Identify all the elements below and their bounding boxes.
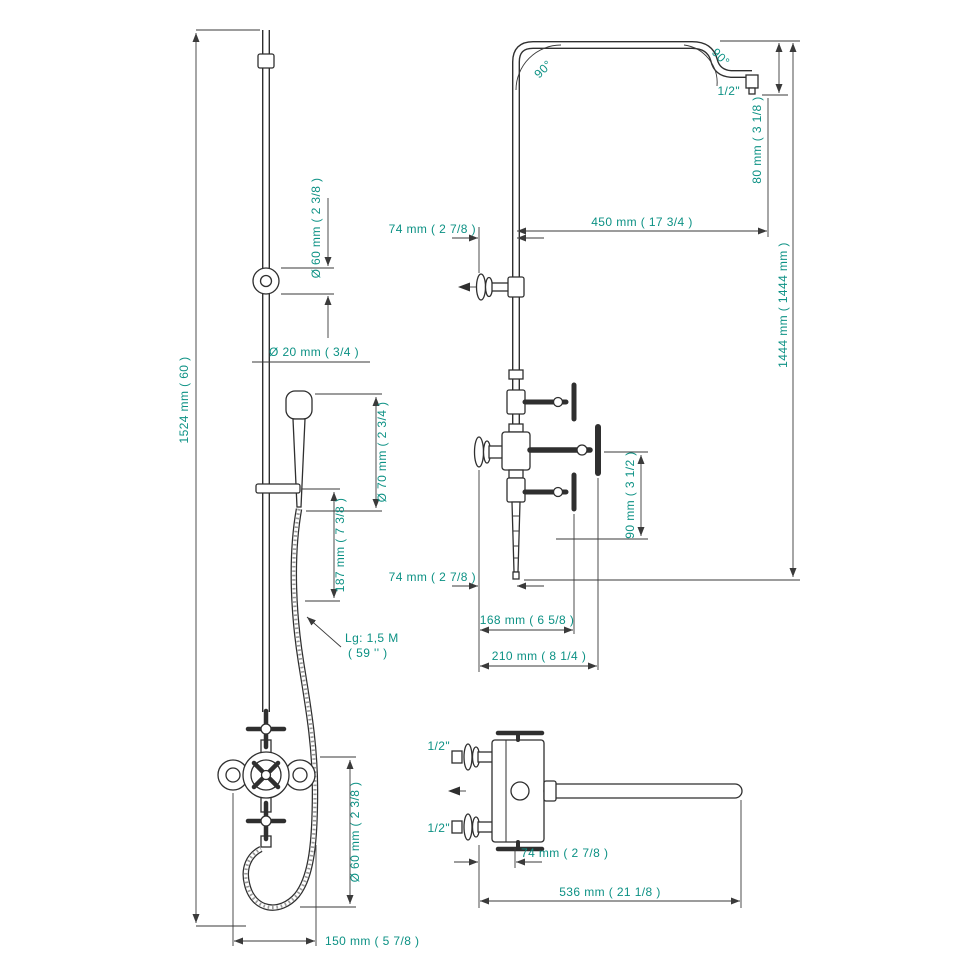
dim-spout-reach: 536 mm ( 21 1/8 ) (559, 885, 661, 899)
dim-column-height: 1444 mm ( 1444 mm ) (776, 242, 790, 368)
dim-handle-offset: 90 mm ( 3 1/2 ) (623, 451, 637, 538)
head-outlet-nipple (745, 74, 759, 89)
shower-arm-pipe (512, 41, 759, 505)
dim-arm-reach: 450 mm ( 17 3/4 ) (591, 215, 693, 229)
volume-control-body (506, 477, 526, 503)
dim-hose-length: Lg: 1,5 M (345, 631, 399, 645)
angle-indicators: 90° 90° (515, 44, 733, 91)
inlet-bottom (451, 813, 495, 841)
spout-top-view (543, 780, 743, 802)
dim-handset-length: 187 mm ( 7 3/8 ) (333, 498, 347, 592)
dim-inlet-top-thread: 1/2" (427, 739, 450, 753)
dim-depth-to-handle: 168 mm ( 6 5/8 ) (480, 613, 574, 627)
dim-hose-length-inches: ( 59 '' ) (348, 646, 388, 660)
handset-handle (292, 418, 306, 508)
dim-overall-depth: 210 mm ( 8 1/4 ) (492, 649, 586, 663)
dim-overall-height: 1524 mm ( 60 ) (177, 357, 191, 444)
dim-hose-loop-diameter: Ø 60 mm ( 2 3/8 ) (348, 782, 362, 883)
valve-top-view (448, 730, 743, 852)
wall-arrow-icon (458, 282, 470, 292)
diverter-body (506, 389, 526, 415)
wall-flange (252, 267, 280, 295)
thermostatic-valve-front (217, 708, 316, 848)
dim-outlet-drop: 80 mm ( 3 1/8 ) (750, 96, 764, 183)
top-view-dimensions: 1/2" 1/2" 74 mm ( 2 7/8 ) 536 mm ( 21 1/… (427, 739, 742, 908)
thermostat-body (501, 431, 531, 471)
wall-bracket-side (458, 273, 525, 301)
wall-arrow-icon (448, 786, 460, 796)
dim-wall-to-body: 74 mm ( 2 7/8 ) (521, 846, 608, 860)
dim-handset-diameter: Ø 70 mm ( 2 3/4 ) (375, 402, 389, 503)
hand-shower (255, 390, 313, 508)
dim-wall-to-riser: 74 mm ( 2 7/8 ) (389, 222, 476, 236)
handset-head (285, 390, 313, 420)
dim-bend-angle-left: 90° (531, 57, 555, 81)
dim-outlet-thread: 1/2" (717, 84, 740, 98)
valve-side-view (473, 369, 601, 580)
front-view: 1524 mm ( 60 ) Ø 60 mm ( 2 3/8 ) Ø 20 mm… (177, 29, 419, 948)
inlet-top (451, 743, 495, 771)
slider-bracket (255, 483, 301, 494)
riser-union-nut (257, 53, 275, 69)
front-view-dimensions: 1524 mm ( 60 ) Ø 60 mm ( 2 3/8 ) Ø 20 mm… (177, 29, 419, 948)
dim-riser-diameter: Ø 20 mm ( 3/4 ) (269, 345, 359, 359)
riser-pipe (257, 30, 275, 712)
dim-inlet-bottom-thread: 1/2" (427, 821, 450, 835)
bottom-cross-handle (245, 800, 287, 842)
hose-outlet-drop (511, 501, 521, 573)
center-cross-handle (251, 760, 281, 790)
dim-valve-to-hose-offset: 150 mm ( 5 7/8 ) (325, 934, 419, 948)
side-view-dimensions: 450 mm ( 17 3/4 ) 74 mm ( 2 7/8 ) 80 mm … (389, 40, 800, 672)
top-cross-handle (245, 708, 287, 750)
dim-wall-to-outlet: 74 mm ( 2 7/8 ) (389, 570, 476, 584)
top-view: 1/2" 1/2" 74 mm ( 2 7/8 ) 536 mm ( 21 1/… (427, 730, 743, 908)
side-view: 90° 90° 1/2" (389, 40, 800, 672)
shower-hose (242, 508, 319, 911)
dim-top-flange-diameter: Ø 60 mm ( 2 3/8 ) (309, 178, 323, 279)
